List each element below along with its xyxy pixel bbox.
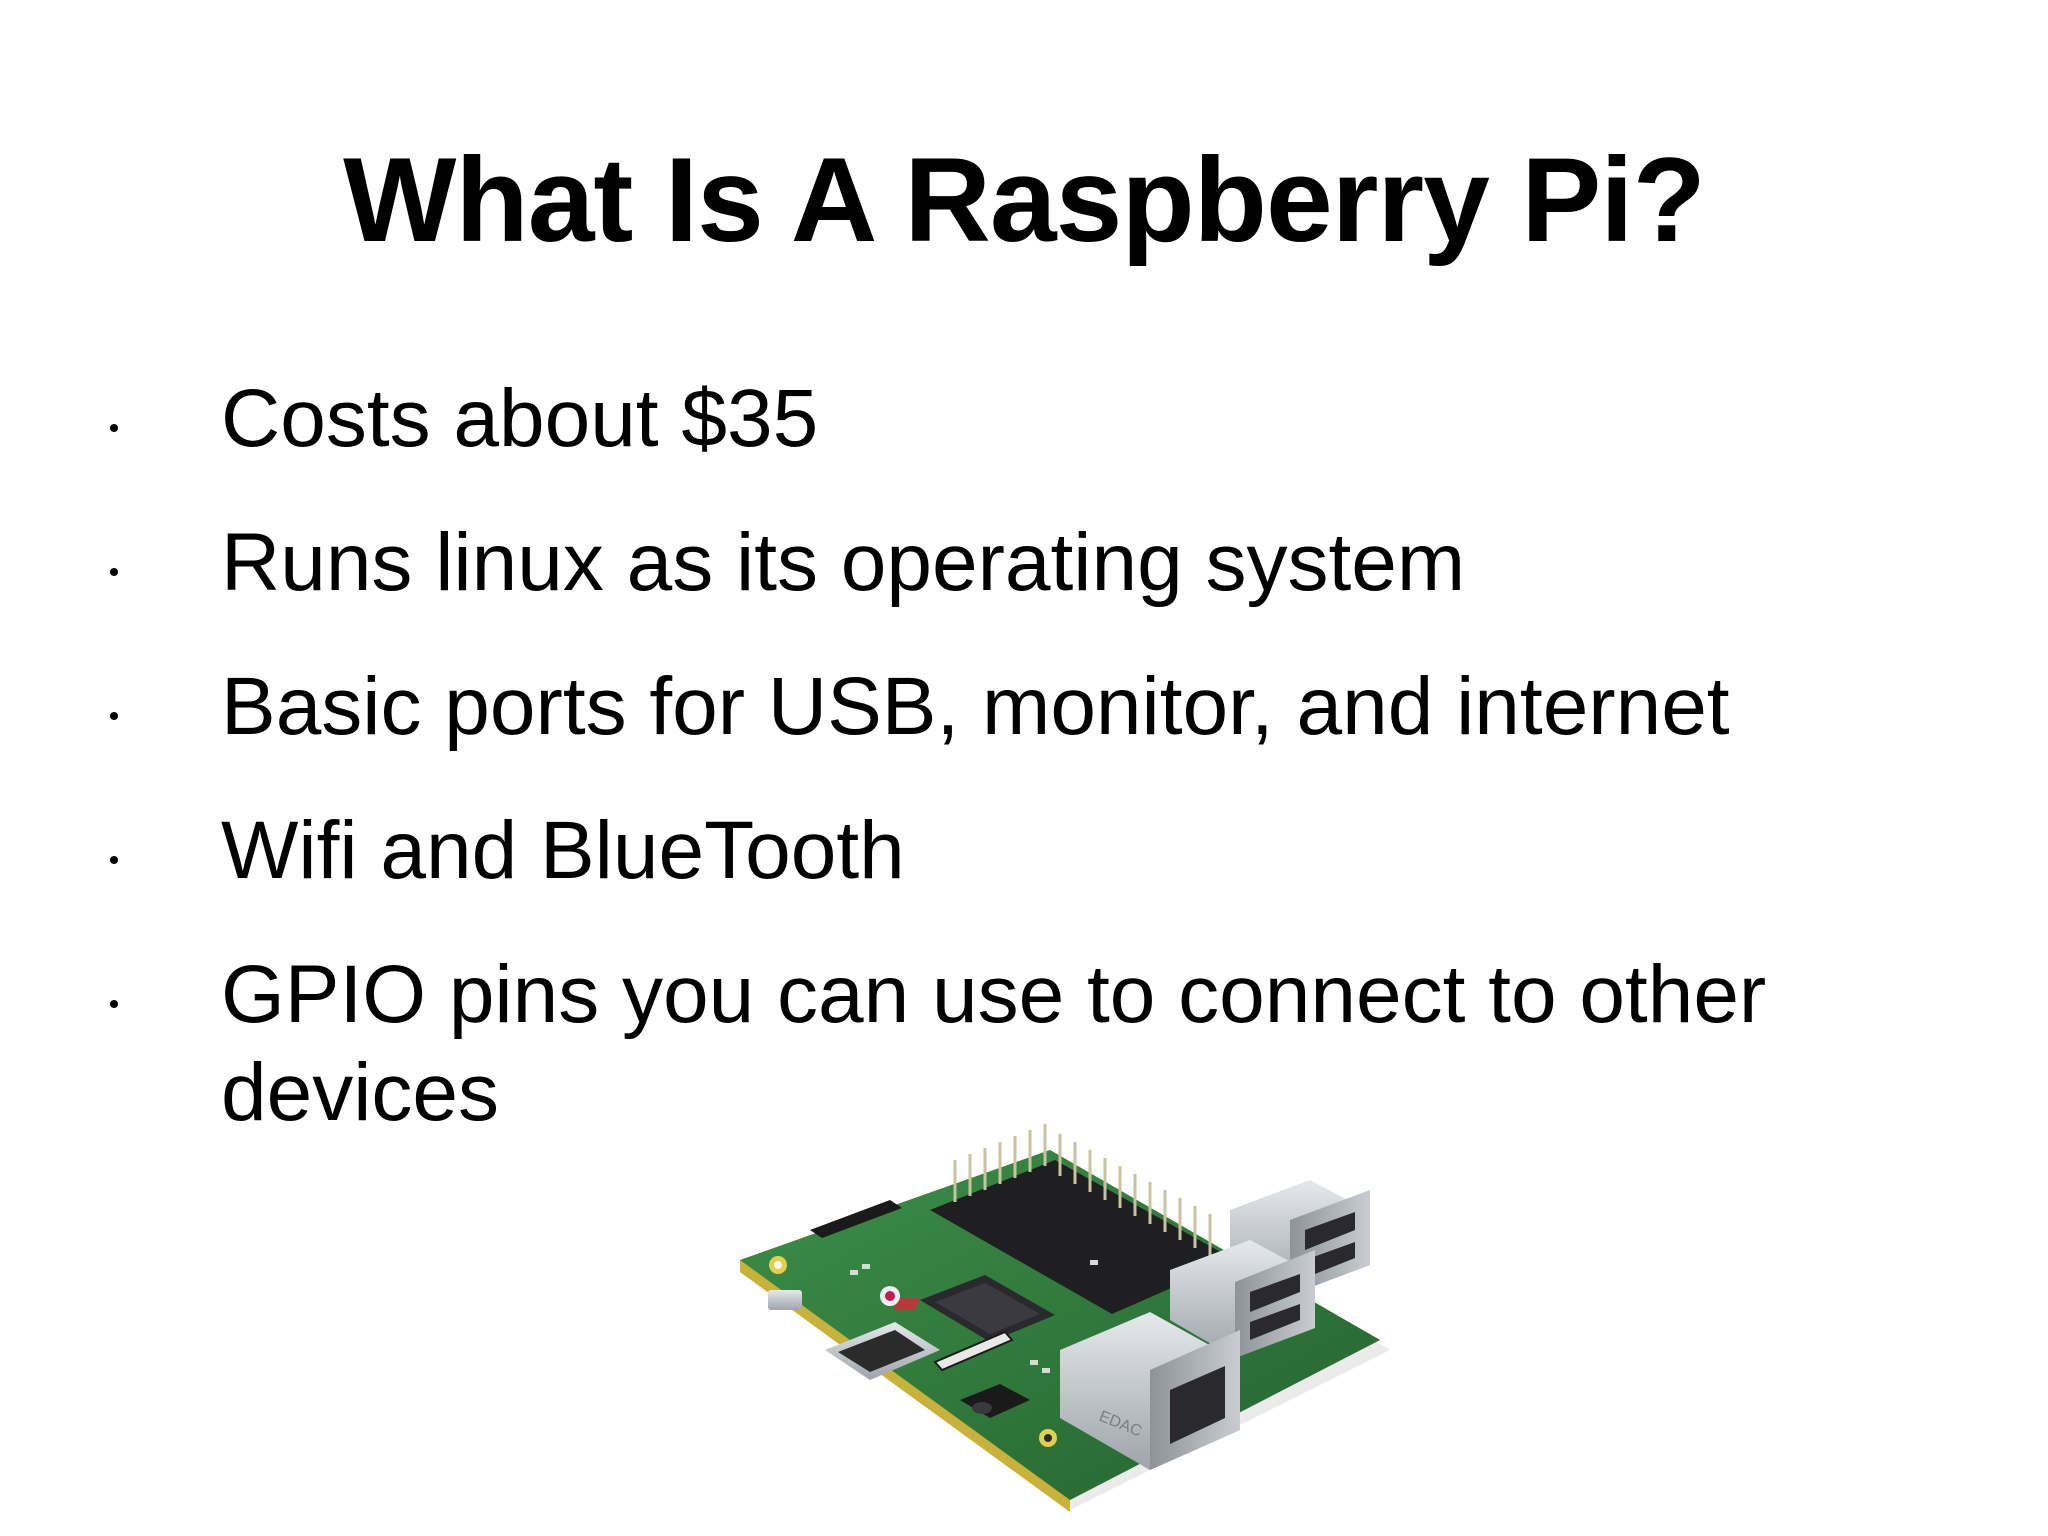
list-item: Wifi and BlueTooth	[0, 802, 2048, 900]
list-item: Runs linux as its operating system	[0, 514, 2048, 612]
bullet-text: GPIO pins you can use to connect to othe…	[221, 949, 1767, 1138]
gpio-header	[930, 1124, 1235, 1314]
mount-hole-center	[1044, 1434, 1052, 1442]
bullet-icon	[110, 712, 118, 720]
list-item: Costs about $35	[0, 370, 2048, 468]
bullet-icon	[110, 424, 118, 432]
hdmi-port	[825, 1322, 940, 1380]
audio-jack	[960, 1384, 1030, 1418]
raspberry-logo	[880, 1286, 900, 1306]
bullet-icon	[110, 1000, 118, 1008]
list-item: GPIO pins you can use to connect to othe…	[0, 946, 2048, 1142]
bullet-text: Basic ports for USB, monitor, and intern…	[221, 661, 1730, 752]
list-item: Basic ports for USB, monitor, and intern…	[0, 658, 2048, 756]
camera-connector	[933, 1330, 1014, 1372]
processor-chip	[893, 1275, 1055, 1342]
mount-hole-center	[774, 1261, 782, 1269]
bullet-list: Costs about $35 Runs linux as its operat…	[0, 370, 2048, 1188]
bullet-icon	[110, 856, 118, 864]
ethernet-port: EDAC	[1060, 1312, 1240, 1470]
usb-ports	[1170, 1180, 1370, 1358]
bullet-icon	[110, 568, 118, 576]
bullet-text: Runs linux as its operating system	[221, 517, 1466, 608]
raspberry-pi-image: EDAC	[730, 1100, 1410, 1520]
raspberry-pi-board-illustration: EDAC	[740, 1124, 1390, 1512]
passive-components	[850, 1260, 1098, 1373]
bullet-text: Costs about $35	[221, 373, 819, 464]
slide-title: What Is A Raspberry Pi?	[343, 133, 1706, 267]
micro-usb-port	[768, 1290, 802, 1310]
bullet-text: Wifi and BlueTooth	[221, 805, 905, 896]
display-connector	[810, 1200, 902, 1238]
